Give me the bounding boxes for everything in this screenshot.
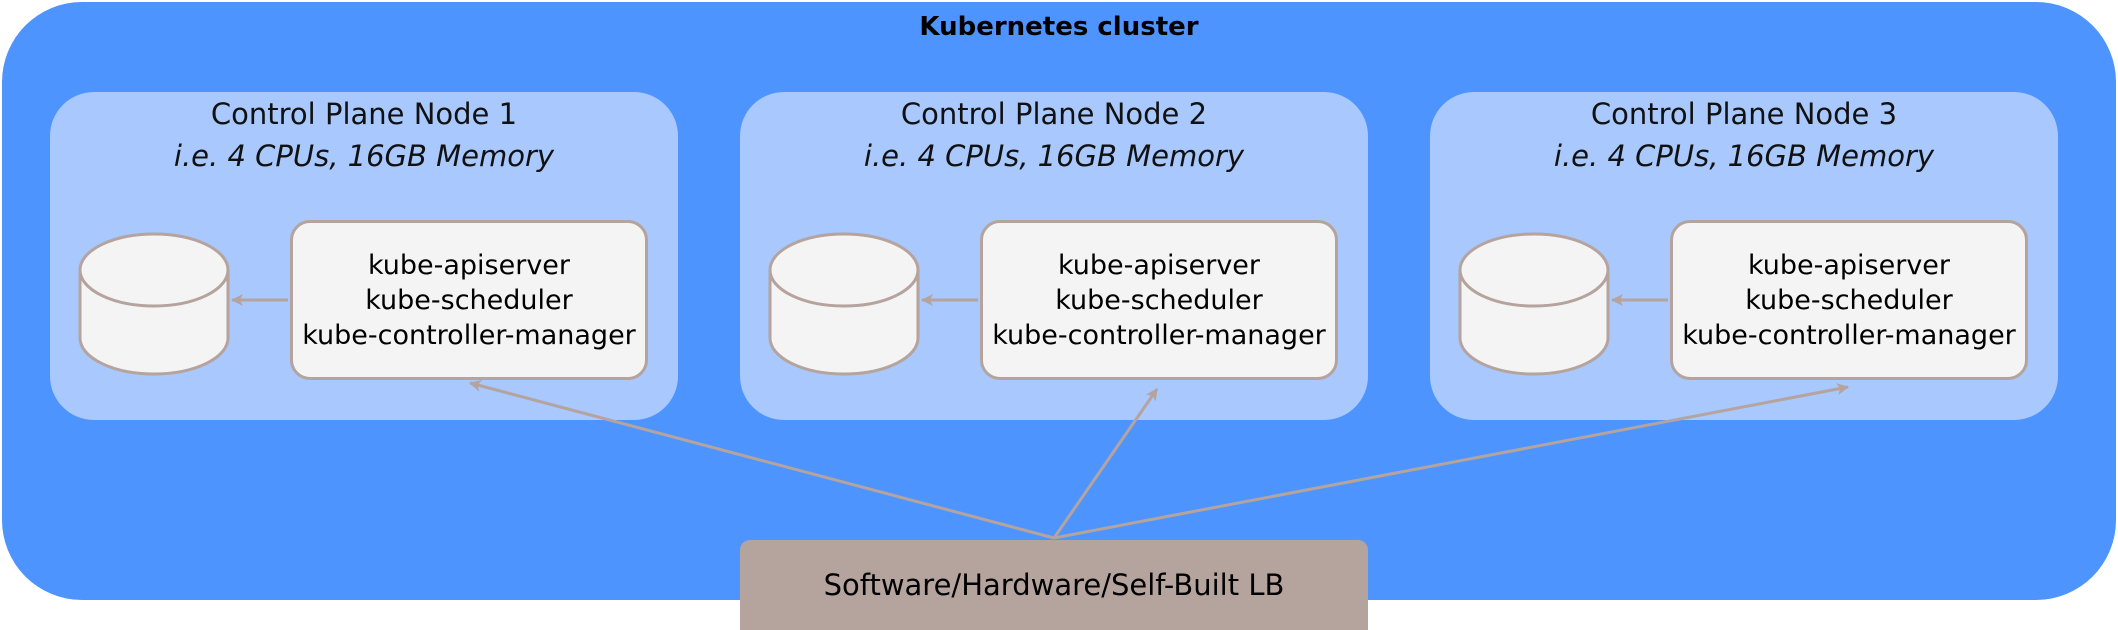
component-kube-scheduler: kube-scheduler bbox=[365, 284, 573, 316]
component-kube-scheduler: kube-scheduler bbox=[1055, 284, 1263, 316]
control-plane-components: kube-apiserver kube-scheduler kube-contr… bbox=[290, 220, 648, 380]
component-kube-controller-manager: kube-controller-manager bbox=[302, 319, 636, 351]
arrow-lb-to-node-1 bbox=[469, 380, 1055, 540]
arrow-lb-to-node-2 bbox=[1052, 388, 1159, 539]
node-spec: i.e. 4 CPUs, 16GB Memory bbox=[1553, 139, 1935, 173]
component-kube-controller-manager: kube-controller-manager bbox=[992, 319, 1326, 351]
component-kube-scheduler: kube-scheduler bbox=[1745, 284, 1953, 316]
load-balancer: Software/Hardware/Self-Built LB bbox=[740, 540, 1368, 630]
node-title: Control Plane Node 2 bbox=[900, 97, 1208, 131]
etcd-cylinder-3 bbox=[1458, 232, 1610, 376]
etcd-cylinder-1 bbox=[78, 232, 230, 376]
node-spec: i.e. 4 CPUs, 16GB Memory bbox=[863, 139, 1245, 173]
component-kube-apiserver: kube-apiserver bbox=[1057, 249, 1261, 281]
node-title: Control Plane Node 1 bbox=[210, 97, 518, 131]
arrow-lb-to-node-3 bbox=[1053, 383, 1849, 540]
control-plane-components: kube-apiserver kube-scheduler kube-contr… bbox=[980, 220, 1338, 380]
control-plane-components: kube-apiserver kube-scheduler kube-contr… bbox=[1670, 220, 2028, 380]
component-kube-apiserver: kube-apiserver bbox=[1747, 249, 1951, 281]
cluster-title: Kubernetes cluster bbox=[919, 12, 1199, 42]
component-kube-apiserver: kube-apiserver bbox=[367, 249, 571, 281]
etcd-cylinder-2 bbox=[768, 232, 920, 376]
component-kube-controller-manager: kube-controller-manager bbox=[1682, 319, 2016, 351]
node-title: Control Plane Node 3 bbox=[1590, 97, 1898, 131]
node-spec: i.e. 4 CPUs, 16GB Memory bbox=[173, 139, 555, 173]
